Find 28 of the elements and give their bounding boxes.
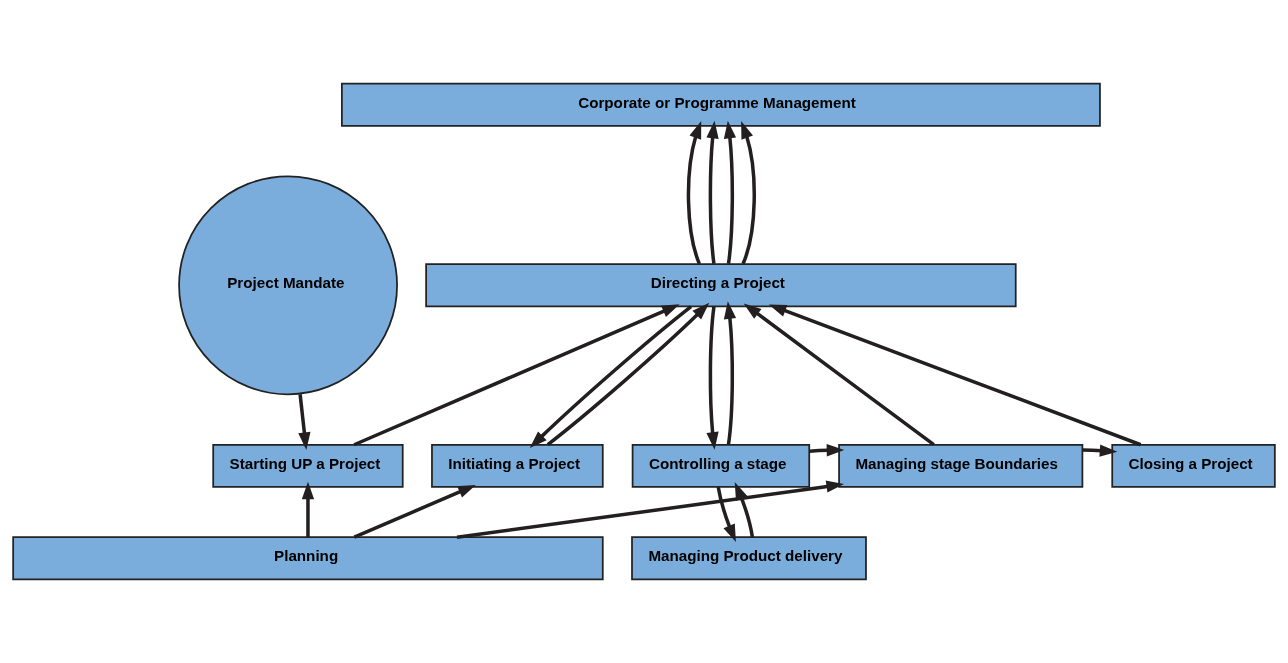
node-box: Initiating a Project (431, 443, 604, 488)
arrow (706, 306, 719, 450)
node-box: Managing stage Boundaries (838, 443, 1084, 488)
arrow (1082, 444, 1118, 457)
arrow (723, 301, 737, 445)
arrow (734, 482, 755, 538)
arrow (741, 121, 756, 265)
node-box: Corporate or Programme Management (341, 82, 1101, 127)
node-box: Starting UP a Project (212, 443, 404, 488)
node-box: Directing a Project (425, 263, 1017, 308)
node-box: Closing a Project (1111, 443, 1276, 488)
arrow (353, 304, 680, 447)
arrow (706, 120, 719, 265)
node-box: Managing Product delivery (631, 536, 867, 581)
node-circle: Project Mandate (178, 175, 398, 396)
arrow (298, 394, 311, 450)
node-box: Controlling a stage (631, 443, 811, 488)
arrow (301, 481, 315, 538)
arrow (768, 304, 1142, 447)
arrow (716, 486, 736, 543)
arrow (743, 303, 935, 447)
arrow (353, 484, 476, 539)
arrow (546, 302, 710, 447)
node-box: Planning (12, 536, 604, 581)
arrow (529, 305, 693, 449)
arrow (686, 121, 702, 265)
arrow (809, 444, 845, 457)
arrow (723, 120, 737, 265)
